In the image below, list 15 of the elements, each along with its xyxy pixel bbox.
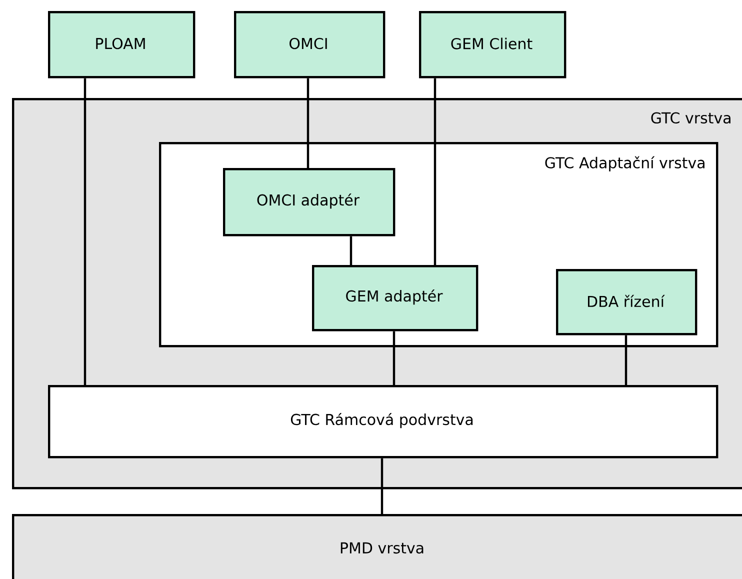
- process-box: GEM adaptér: [312, 265, 478, 332]
- connector-line: [380, 458, 384, 514]
- process-box: PLOAM: [48, 11, 196, 78]
- layer-band: GTC Rámcová podvrstva: [48, 385, 718, 458]
- process-box: OMCI: [234, 11, 386, 78]
- connector-line: [84, 78, 86, 385]
- connector-line: [306, 78, 310, 168]
- process-box: OMCI adaptér: [223, 168, 396, 236]
- connector-line: [434, 78, 436, 265]
- process-box: DBA řízení: [556, 269, 698, 336]
- process-box: GEM Client: [419, 11, 566, 78]
- connector-line: [392, 331, 396, 385]
- layer-band: PMD vrstva: [12, 514, 742, 579]
- connector-line: [624, 335, 628, 385]
- connector-line: [350, 236, 352, 265]
